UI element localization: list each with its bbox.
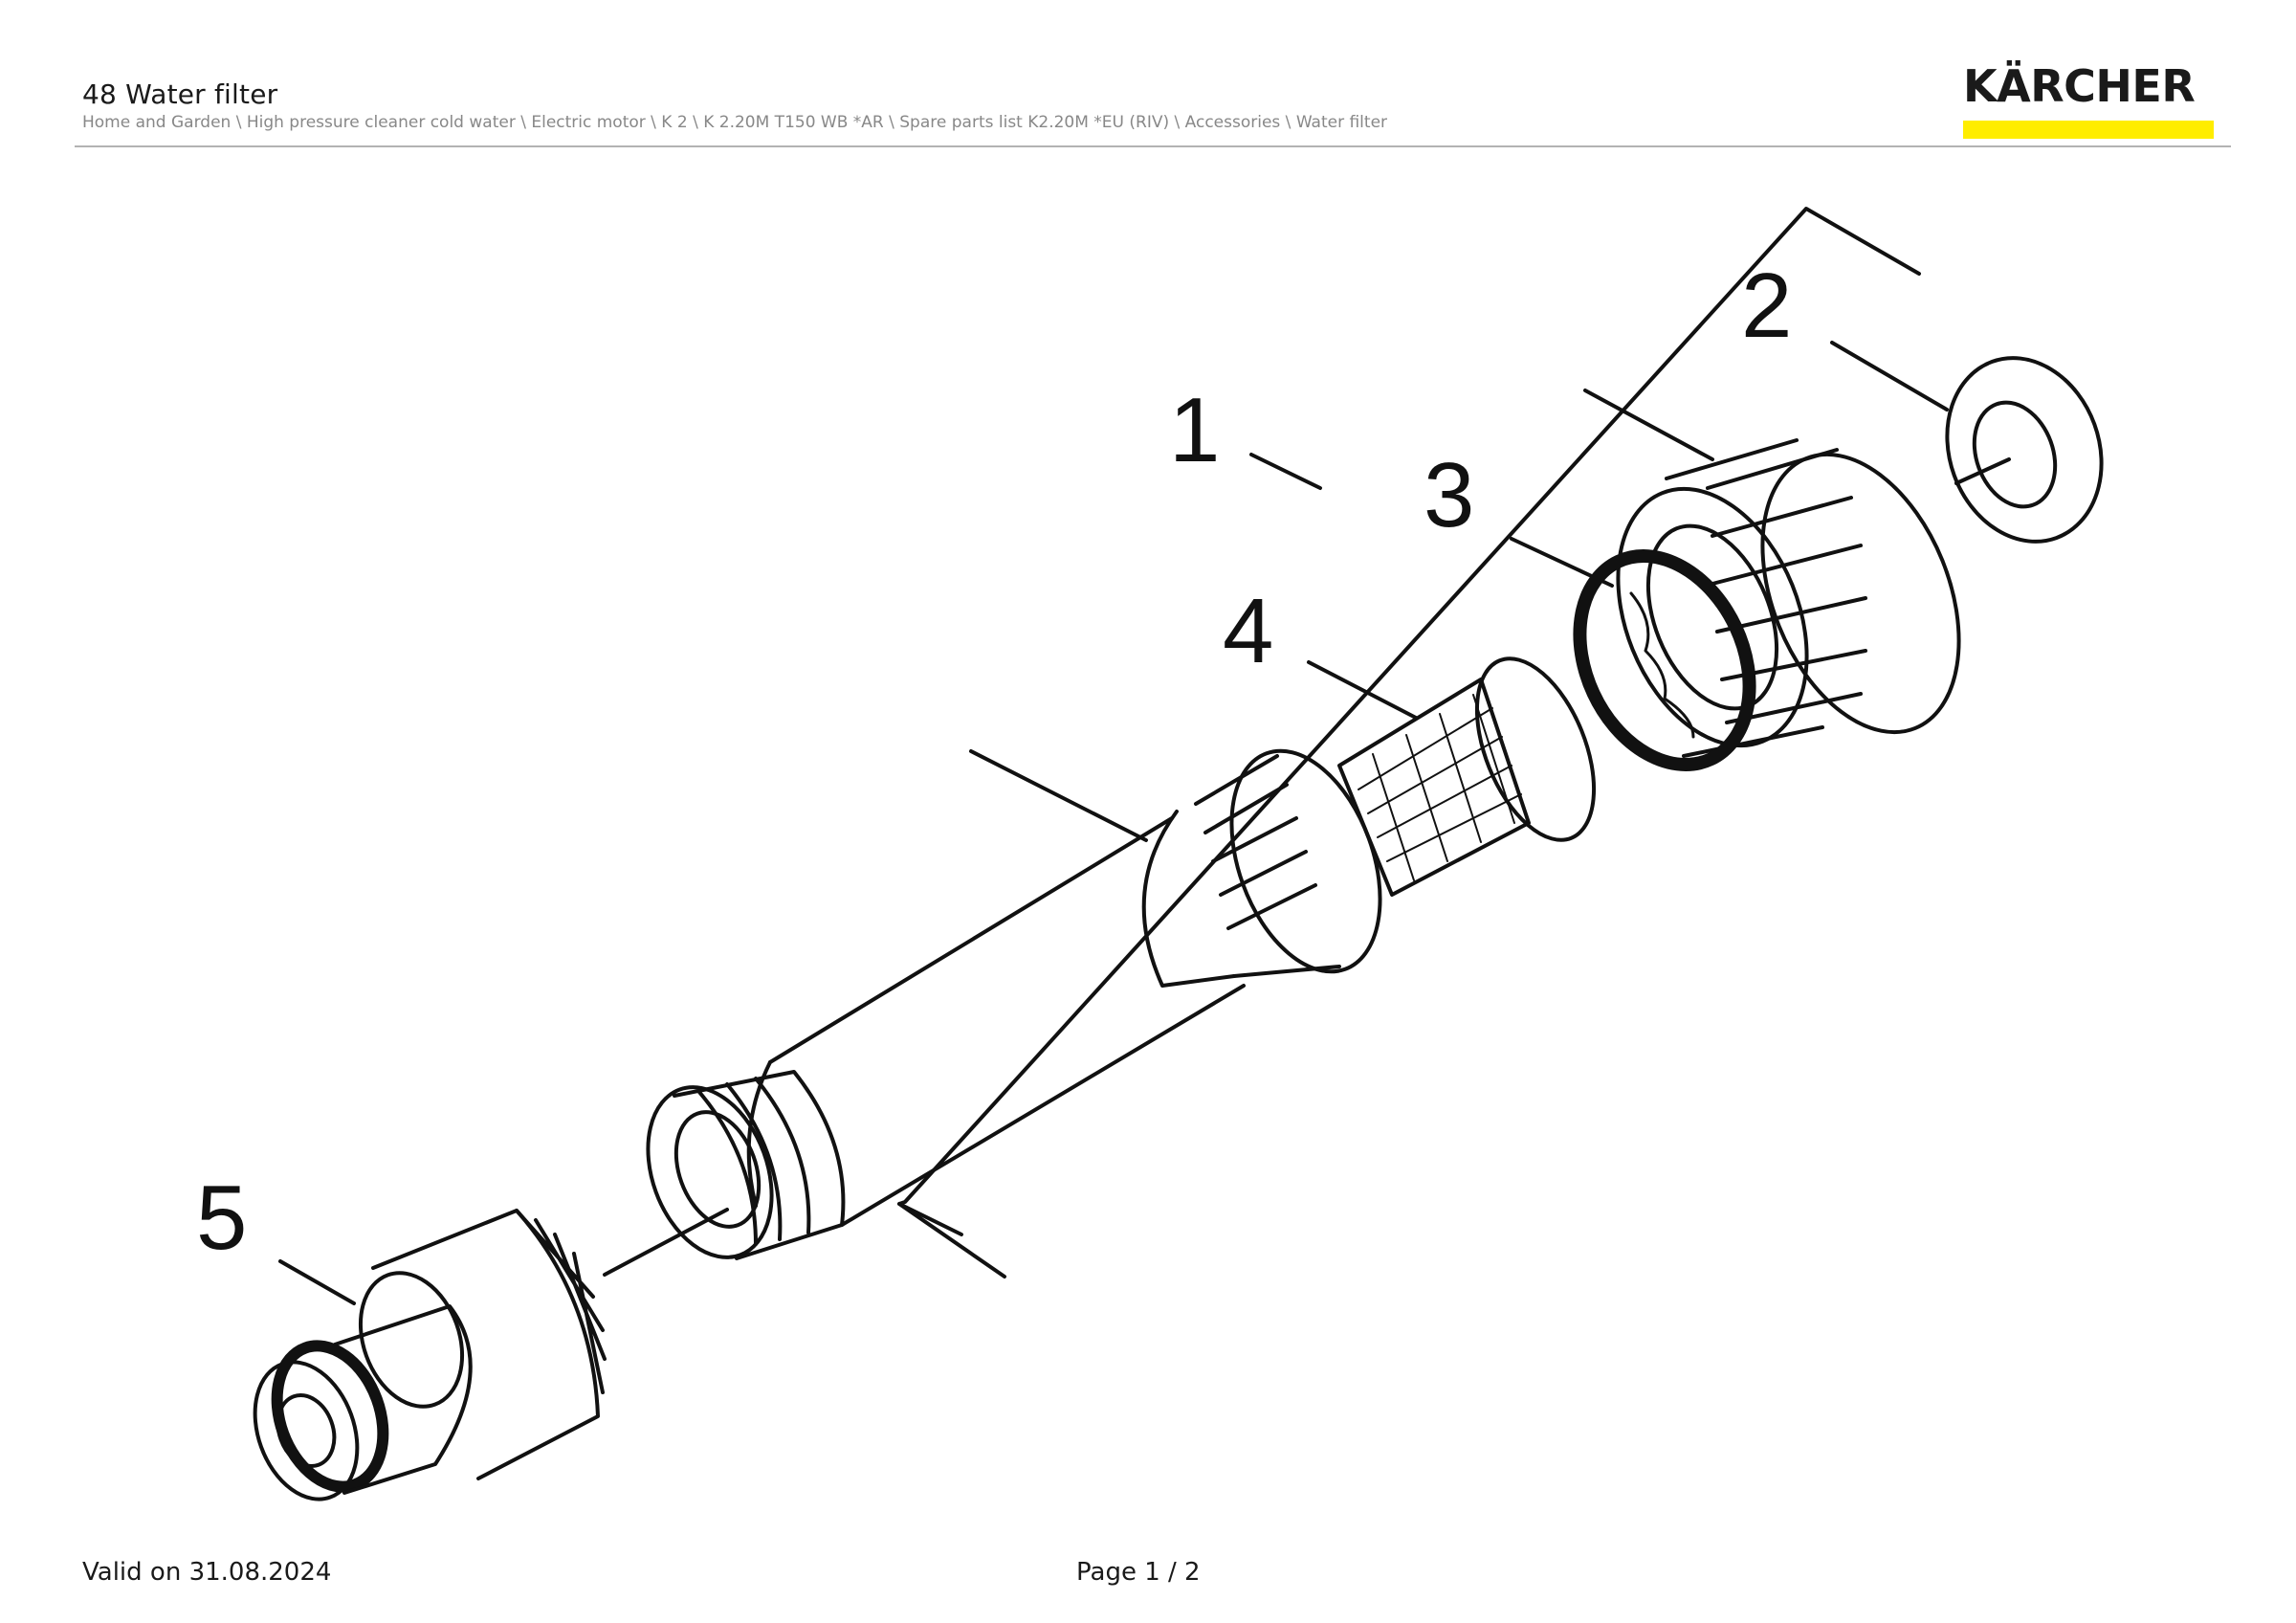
breadcrumb: Home and Garden \ High pressure cleaner … — [82, 113, 1388, 132]
leader-line-2 — [1830, 341, 1949, 411]
valid-date: Valid on 31.08.2024 — [82, 1558, 332, 1587]
part-3-o-ring — [1573, 549, 1756, 771]
part-2-washer — [1945, 356, 2104, 544]
leader-line-2b — [1954, 457, 2011, 485]
union-nut — [1616, 438, 1961, 758]
leader-line-4 — [1307, 660, 1418, 720]
callout-1: 1 — [1169, 379, 1220, 481]
part-5-quick-coupling — [253, 1209, 607, 1501]
karcher-logo: KÄRCHER — [1963, 63, 2216, 139]
part-4-filter-cartridge — [1337, 656, 1597, 897]
filter-housing — [746, 748, 1382, 1227]
leader-line-1b — [969, 749, 1148, 842]
part-1-bracket — [897, 207, 1921, 1278]
logo-yellow-bar — [1963, 121, 2214, 139]
page-title: 48 Water filter — [82, 78, 278, 110]
callout-2: 2 — [1741, 255, 1792, 357]
header-divider — [75, 145, 2231, 147]
leader-line-2c — [1583, 389, 1714, 461]
threaded-sleeve — [646, 1070, 846, 1260]
callout-5: 5 — [196, 1167, 247, 1269]
page-number: Page 1 / 2 — [1076, 1558, 1201, 1587]
logo-wordmark: KÄRCHER — [1963, 60, 2196, 112]
callout-3: 3 — [1424, 444, 1474, 546]
leader-line-1 — [1249, 453, 1322, 490]
leader-line-5 — [278, 1259, 356, 1305]
callout-4: 4 — [1223, 580, 1273, 682]
